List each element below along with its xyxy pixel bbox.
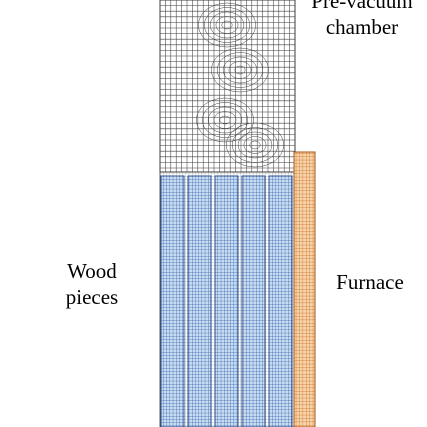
wood-label-line2: pieces	[65, 285, 119, 309]
wood-piece	[160, 175, 185, 427]
wood-piece	[214, 175, 239, 427]
furnace-label: Furnace	[336, 270, 404, 294]
pre-vacuum-label-line2: chamber	[325, 15, 399, 39]
wood-piece	[187, 175, 212, 427]
wood-pieces	[160, 175, 293, 427]
wood-piece	[268, 175, 293, 427]
furnace-mesh	[293, 151, 316, 427]
wood-piece	[241, 175, 266, 427]
wood-label-line1: Wood	[67, 259, 117, 283]
pre-vacuum-label-line1: Pre-vacuum	[311, 0, 413, 13]
pre-vacuum-chamber-mesh	[159, 0, 296, 173]
wood-pieces-label: Wood pieces	[50, 258, 134, 310]
pre-vacuum-chamber-label: Pre-vacuum chamber	[296, 0, 427, 40]
